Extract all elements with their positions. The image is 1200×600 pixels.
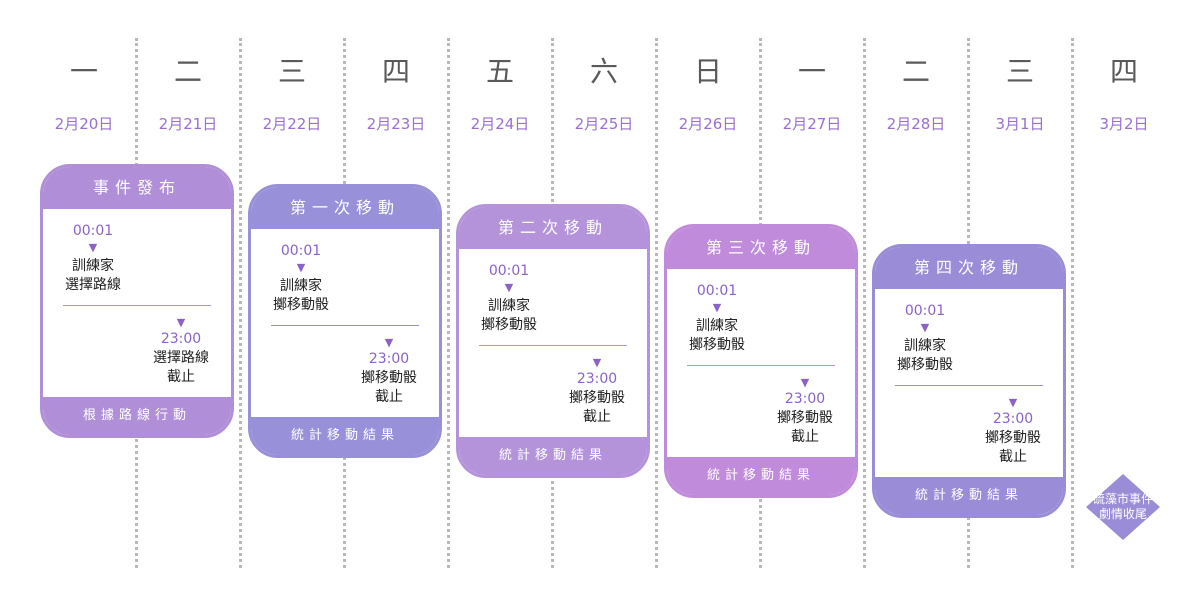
card-footer: 根據路線行動 (43, 397, 231, 435)
weekday-label: 二 (901, 55, 930, 88)
date-label: 2月23日 (366, 115, 426, 133)
start-time: 00:01 (280, 243, 322, 259)
start-description: 訓練家 擲移動骰 (481, 298, 537, 333)
card-body: 00:01 ▼ 訓練家 選擇路線 ▼ 23:00 選擇路線 截止 (43, 209, 231, 397)
end-description: 擲移動骰 截止 (569, 390, 625, 425)
diamond-icon (1086, 474, 1160, 540)
arrow-down-icon: ▼ (712, 301, 722, 314)
card-separator (63, 305, 211, 306)
arrow-down-icon: ▼ (88, 241, 98, 254)
date-label: 2月24日 (470, 115, 530, 133)
day-column: 三 3月1日 (968, 0, 1072, 140)
arrow-down-icon: ▼ (592, 356, 602, 369)
day-column: 一 2月20日 (32, 0, 136, 140)
arrow-down-icon: ▼ (296, 261, 306, 274)
weekday-label: 一 (797, 55, 826, 88)
ending-marker: 硫藻市事件 劇情收尾 (1086, 474, 1160, 540)
date-label: 2月20日 (54, 115, 114, 133)
phase-card: 事件發布 00:01 ▼ 訓練家 選擇路線 ▼ 23:00 選擇路線 截止根據路線行動 (40, 164, 234, 438)
date-label: 3月2日 (1099, 115, 1149, 133)
start-time: 00:01 (696, 283, 738, 299)
end-time: 23:00 (160, 331, 202, 347)
weekday-label: 三 (1005, 55, 1034, 88)
weekday-label: 一 (69, 55, 98, 88)
ending-label: 硫藻市事件 劇情收尾 (1092, 492, 1153, 521)
start-description: 訓練家 擲移動骰 (897, 338, 953, 373)
arrow-down-icon: ▼ (176, 316, 186, 329)
day-column: 六 2月25日 (552, 0, 656, 140)
day-column: 二 2月28日 (864, 0, 968, 140)
arrow-down-icon: ▼ (504, 281, 514, 294)
arrow-down-icon: ▼ (384, 336, 394, 349)
weekday-label: 日 (693, 55, 722, 88)
end-time: 23:00 (576, 371, 618, 387)
day-column: 四 2月23日 (344, 0, 448, 140)
end-description: 擲移動骰 截止 (361, 370, 417, 405)
card-title: 事件發布 (43, 167, 231, 209)
card-title: 第二次移動 (459, 207, 647, 249)
card-body: 00:01 ▼ 訓練家 擲移動骰 ▼ 23:00 擲移動骰 截止 (667, 269, 855, 457)
card-separator (479, 345, 627, 346)
weekday-label: 四 (381, 55, 410, 88)
end-time: 23:00 (992, 411, 1034, 427)
start-description: 訓練家 選擇路線 (65, 258, 121, 293)
card-footer: 統計移動結果 (459, 437, 647, 475)
start-description: 訓練家 擲移動骰 (689, 318, 745, 353)
phase-card: 第一次移動 00:01 ▼ 訓練家 擲移動骰 ▼ 23:00 擲移動骰 截止統計移動結果 (248, 184, 442, 458)
day-column: 日 2月26日 (656, 0, 760, 140)
card-separator (271, 325, 419, 326)
end-time: 23:00 (368, 351, 410, 367)
date-label: 2月25日 (574, 115, 634, 133)
arrow-down-icon: ▼ (920, 321, 930, 334)
start-description: 訓練家 擲移動骰 (273, 278, 329, 313)
end-time: 23:00 (784, 391, 826, 407)
column-divider (863, 38, 866, 568)
card-title: 第四次移動 (875, 247, 1063, 289)
card-separator (687, 365, 835, 366)
date-label: 3月1日 (995, 115, 1045, 133)
card-body: 00:01 ▼ 訓練家 擲移動骰 ▼ 23:00 擲移動骰 截止 (251, 229, 439, 417)
arrow-down-icon: ▼ (800, 376, 810, 389)
weekday-label: 四 (1109, 55, 1138, 88)
day-column: 二 2月21日 (136, 0, 240, 140)
end-description: 選擇路線 截止 (153, 350, 209, 385)
card-title: 第三次移動 (667, 227, 855, 269)
card-body: 00:01 ▼ 訓練家 擲移動骰 ▼ 23:00 擲移動骰 截止 (875, 289, 1063, 477)
date-label: 2月28日 (886, 115, 946, 133)
column-divider (239, 38, 242, 568)
date-label: 2月22日 (262, 115, 322, 133)
end-description: 擲移動骰 截止 (985, 430, 1041, 465)
start-time: 00:01 (904, 303, 946, 319)
day-column: 一 2月27日 (760, 0, 864, 140)
date-label: 2月27日 (782, 115, 842, 133)
phase-card: 第四次移動 00:01 ▼ 訓練家 擲移動骰 ▼ 23:00 擲移動骰 截止統計移動結果 (872, 244, 1066, 518)
phase-card: 第三次移動 00:01 ▼ 訓練家 擲移動骰 ▼ 23:00 擲移動骰 截止統計移動結果 (664, 224, 858, 498)
day-column: 三 2月22日 (240, 0, 344, 140)
card-separator (895, 385, 1043, 386)
start-time: 00:01 (72, 223, 114, 239)
column-divider (1071, 38, 1074, 568)
card-footer: 統計移動結果 (251, 417, 439, 455)
arrow-down-icon: ▼ (1008, 396, 1018, 409)
card-body: 00:01 ▼ 訓練家 擲移動骰 ▼ 23:00 擲移動骰 截止 (459, 249, 647, 437)
weekday-label: 三 (277, 55, 306, 88)
start-time: 00:01 (488, 263, 530, 279)
phase-card: 第二次移動 00:01 ▼ 訓練家 擲移動骰 ▼ 23:00 擲移動骰 截止統計移動結果 (456, 204, 650, 478)
date-label: 2月21日 (158, 115, 218, 133)
weekday-label: 五 (485, 55, 514, 88)
weekday-label: 二 (173, 55, 202, 88)
card-footer: 統計移動結果 (667, 457, 855, 495)
column-divider (447, 38, 450, 568)
weekday-label: 六 (589, 55, 618, 88)
end-description: 擲移動骰 截止 (777, 410, 833, 445)
card-title: 第一次移動 (251, 187, 439, 229)
column-divider (655, 38, 658, 568)
date-label: 2月26日 (678, 115, 738, 133)
card-footer: 統計移動結果 (875, 477, 1063, 515)
day-column: 五 2月24日 (448, 0, 552, 140)
day-column: 四 3月2日 (1072, 0, 1176, 140)
